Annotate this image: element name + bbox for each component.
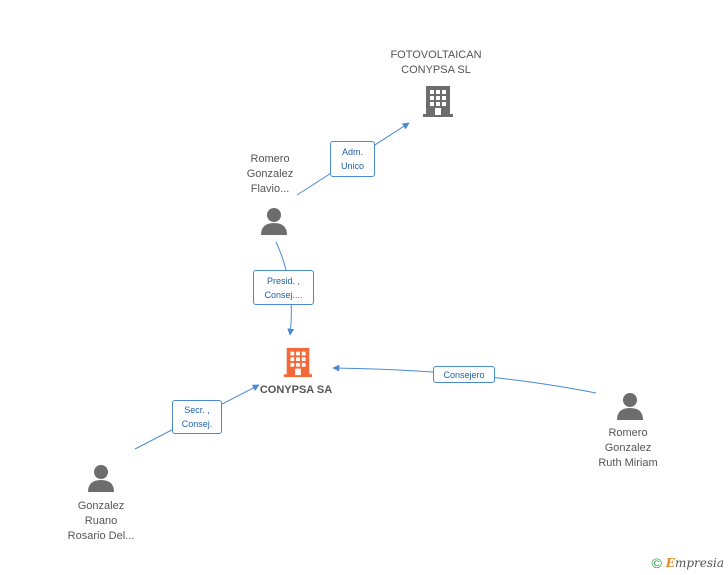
building-icon[interactable] [421,84,455,118]
person-ruth-label[interactable]: Romero Gonzalez Ruth Miriam [598,427,658,469]
edge-label-presid-consej[interactable]: Presid. , Consej.... [253,270,314,305]
person-rosario-label[interactable]: Gonzalez Ruano Rosario Del... [67,500,135,542]
edge-label-consejero[interactable]: Consejero [433,366,495,383]
edge-label-adm-unico[interactable]: Adm. Unico [330,141,375,177]
person-icon[interactable] [259,206,289,236]
edge-label-secr-consej[interactable]: Secr. , Consej. [172,400,222,434]
conypsa-label[interactable]: CONYPSA SA [259,384,333,396]
main-building-icon[interactable] [282,345,314,379]
copyright-icon: © [651,555,662,571]
person-icon[interactable] [86,463,116,493]
fotovoltaican-label[interactable]: FOTOVOLTAICAN CONYPSA SL [390,49,482,76]
footer-brand: © Empresia [651,555,724,571]
brand-logo: Empresia [665,556,724,570]
person-icon[interactable] [615,391,645,421]
person-flavio-label[interactable]: Romero Gonzalez Flavio... [246,153,294,195]
